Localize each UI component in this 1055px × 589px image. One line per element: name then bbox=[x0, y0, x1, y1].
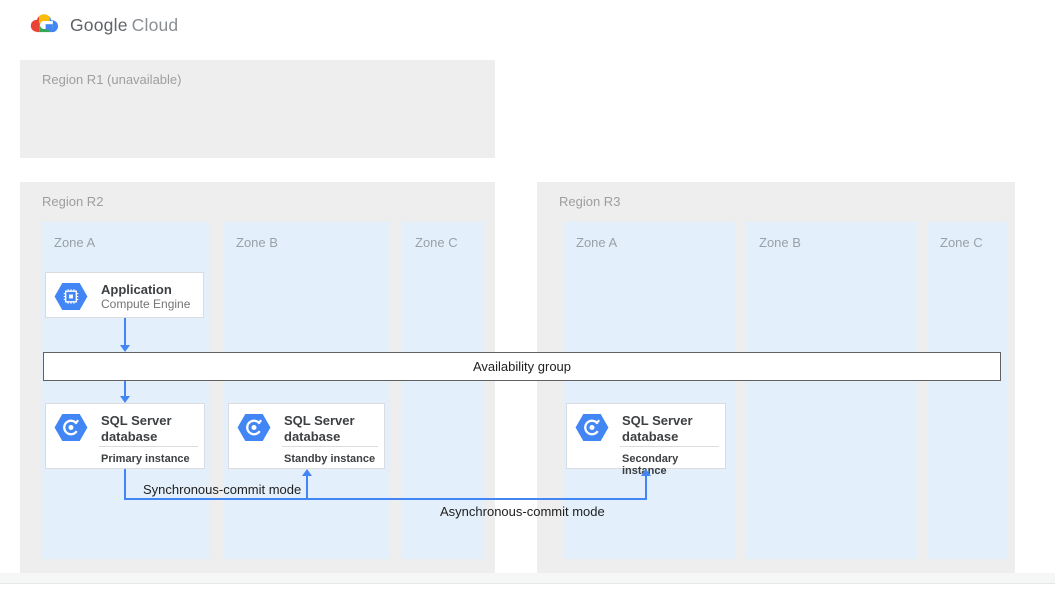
region-r3-zone-b: Zone B bbox=[746, 222, 917, 559]
zone-label: Zone A bbox=[576, 235, 618, 250]
sql-server-database-icon bbox=[54, 413, 88, 447]
sql-standby-title: SQL Server database bbox=[284, 413, 355, 444]
arrowhead-down-icon bbox=[120, 345, 130, 352]
sql-primary-node: SQL Server database Primary instance bbox=[45, 403, 205, 469]
region-r2-zone-c: Zone C bbox=[402, 222, 483, 559]
edge-ag-to-primary bbox=[124, 381, 126, 396]
zone-label: Zone C bbox=[415, 235, 458, 250]
compute-engine-icon bbox=[54, 282, 88, 316]
edge-app-to-ag bbox=[124, 318, 126, 346]
sql-primary-title: SQL Server database bbox=[101, 413, 172, 444]
divider bbox=[282, 446, 378, 447]
brand-google: Google bbox=[70, 14, 128, 35]
application-node: Application Compute Engine bbox=[45, 272, 204, 318]
zone-label: Zone B bbox=[759, 235, 801, 250]
arrowhead-down-icon bbox=[120, 396, 130, 403]
google-cloud-logo-icon bbox=[28, 12, 60, 38]
arrowhead-up-icon bbox=[641, 469, 651, 476]
sql-server-database-icon bbox=[237, 413, 271, 447]
footer-divider bbox=[0, 583, 1055, 584]
sync-commit-label: Synchronous-commit mode bbox=[143, 482, 302, 497]
region-r3-zone-c: Zone C bbox=[927, 222, 1007, 559]
edge-up-to-secondary bbox=[645, 476, 647, 500]
footer-strip bbox=[0, 573, 1055, 583]
edge-up-to-standby bbox=[306, 476, 308, 500]
brand-cloud: Cloud bbox=[131, 14, 179, 35]
sql-server-database-icon bbox=[575, 413, 609, 447]
arrowhead-up-icon bbox=[302, 469, 312, 476]
zone-label: Zone C bbox=[940, 235, 983, 250]
availability-group-label: Availability group bbox=[472, 359, 572, 374]
sql-primary-instance-label: Primary instance bbox=[101, 453, 190, 465]
region-r3-zone-a: Zone A bbox=[563, 222, 735, 559]
application-subtitle: Compute Engine bbox=[101, 297, 191, 311]
edge-commit-horizontal bbox=[124, 498, 647, 500]
divider bbox=[99, 446, 198, 447]
region-r1: Region R1 (unavailable) bbox=[20, 60, 495, 158]
zone-label: Zone A bbox=[54, 235, 96, 250]
zone-label: Zone B bbox=[236, 235, 278, 250]
region-r2-zone-b: Zone B bbox=[223, 222, 390, 559]
edge-primary-down bbox=[124, 469, 126, 500]
sql-standby-instance-label: Standby instance bbox=[284, 453, 376, 465]
sql-secondary-title: SQL Server database bbox=[622, 413, 693, 444]
sql-secondary-node: SQL Server database Secondary instance bbox=[566, 403, 726, 477]
sql-secondary-instance-label: Secondary instance bbox=[622, 453, 679, 477]
region-r3-label: Region R3 bbox=[559, 194, 621, 209]
application-title: Application bbox=[101, 282, 172, 297]
region-r2-label: Region R2 bbox=[42, 194, 104, 209]
divider bbox=[620, 446, 719, 447]
async-commit-label: Asynchronous-commit mode bbox=[440, 504, 605, 519]
region-r1-label: Region R1 (unavailable) bbox=[42, 72, 182, 87]
sql-standby-node: SQL Server database Standby instance bbox=[228, 403, 385, 469]
availability-group-bar: Availability group bbox=[43, 352, 1001, 381]
